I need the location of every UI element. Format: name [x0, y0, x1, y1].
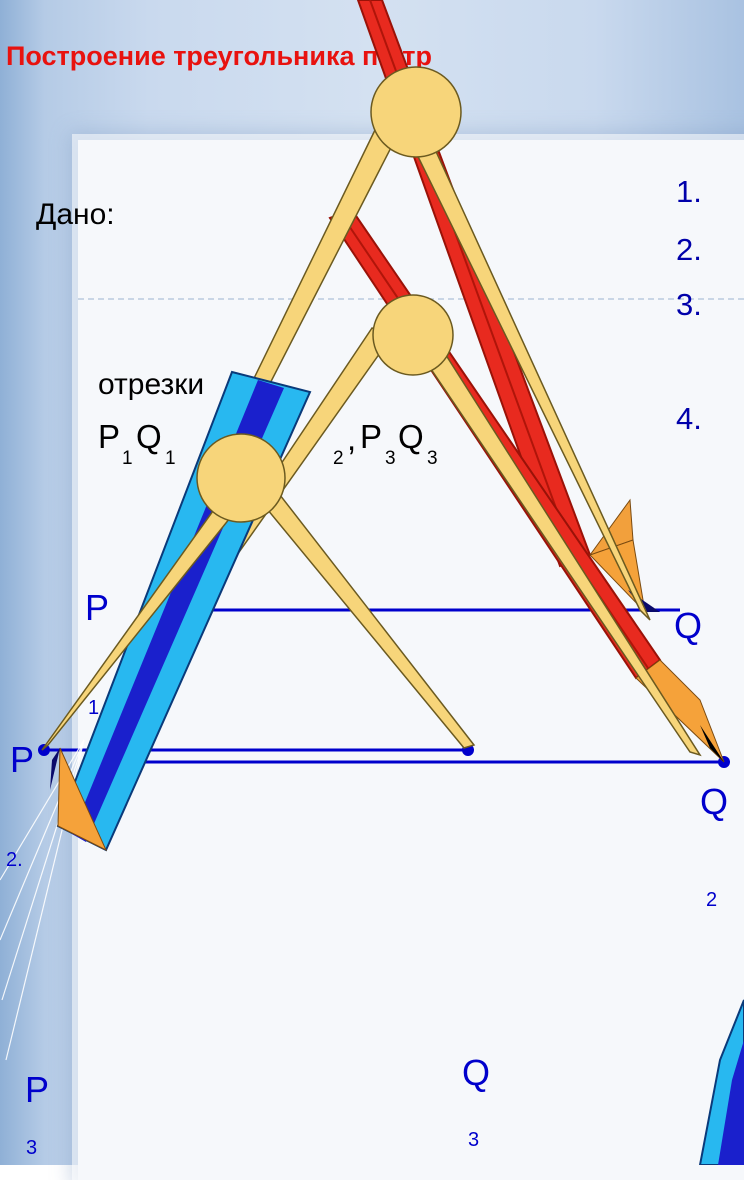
label-q3: Q: [462, 1052, 491, 1093]
label-q3-index: 3: [468, 1129, 480, 1151]
segment-p1-index: 1: [122, 448, 133, 469]
step-4: 4.: [676, 401, 702, 436]
label-q2: Q: [700, 781, 729, 822]
segment-2-index: 2: [333, 448, 344, 469]
given-label: Дано:: [36, 198, 115, 231]
label-p1: P: [85, 587, 110, 628]
compass-icon: [41, 433, 476, 751]
segment-p1-letter: P: [98, 418, 121, 455]
segment-q1-letter: Q: [136, 418, 162, 455]
segment-q1-index: 1: [165, 448, 176, 469]
segment-q3-index: 3: [427, 448, 438, 469]
label-p2-index: 2.: [6, 849, 23, 871]
step-1: 1.: [676, 174, 702, 209]
label-p1-index: 1: [88, 697, 100, 719]
label-q1: Q: [674, 605, 703, 646]
segment-p2q2: [83, 756, 730, 768]
segment-p3-index: 3: [385, 448, 396, 469]
slide-title: Построение треугольника по тр: [6, 41, 433, 71]
segment-comma: ,: [347, 420, 357, 457]
step-3: 3.: [676, 287, 702, 322]
segments-word: отрезки: [98, 368, 205, 401]
label-p2: P: [10, 739, 35, 780]
label-p3-index: 3: [26, 1137, 38, 1159]
label-q2-index: 2: [706, 889, 718, 911]
blue-pencil-icon: [698, 999, 744, 1165]
label-p3: P: [25, 1069, 50, 1110]
segment-q3-letter: Q: [398, 418, 424, 455]
segment-p3-letter: P: [360, 418, 383, 455]
step-2: 2.: [676, 232, 702, 267]
